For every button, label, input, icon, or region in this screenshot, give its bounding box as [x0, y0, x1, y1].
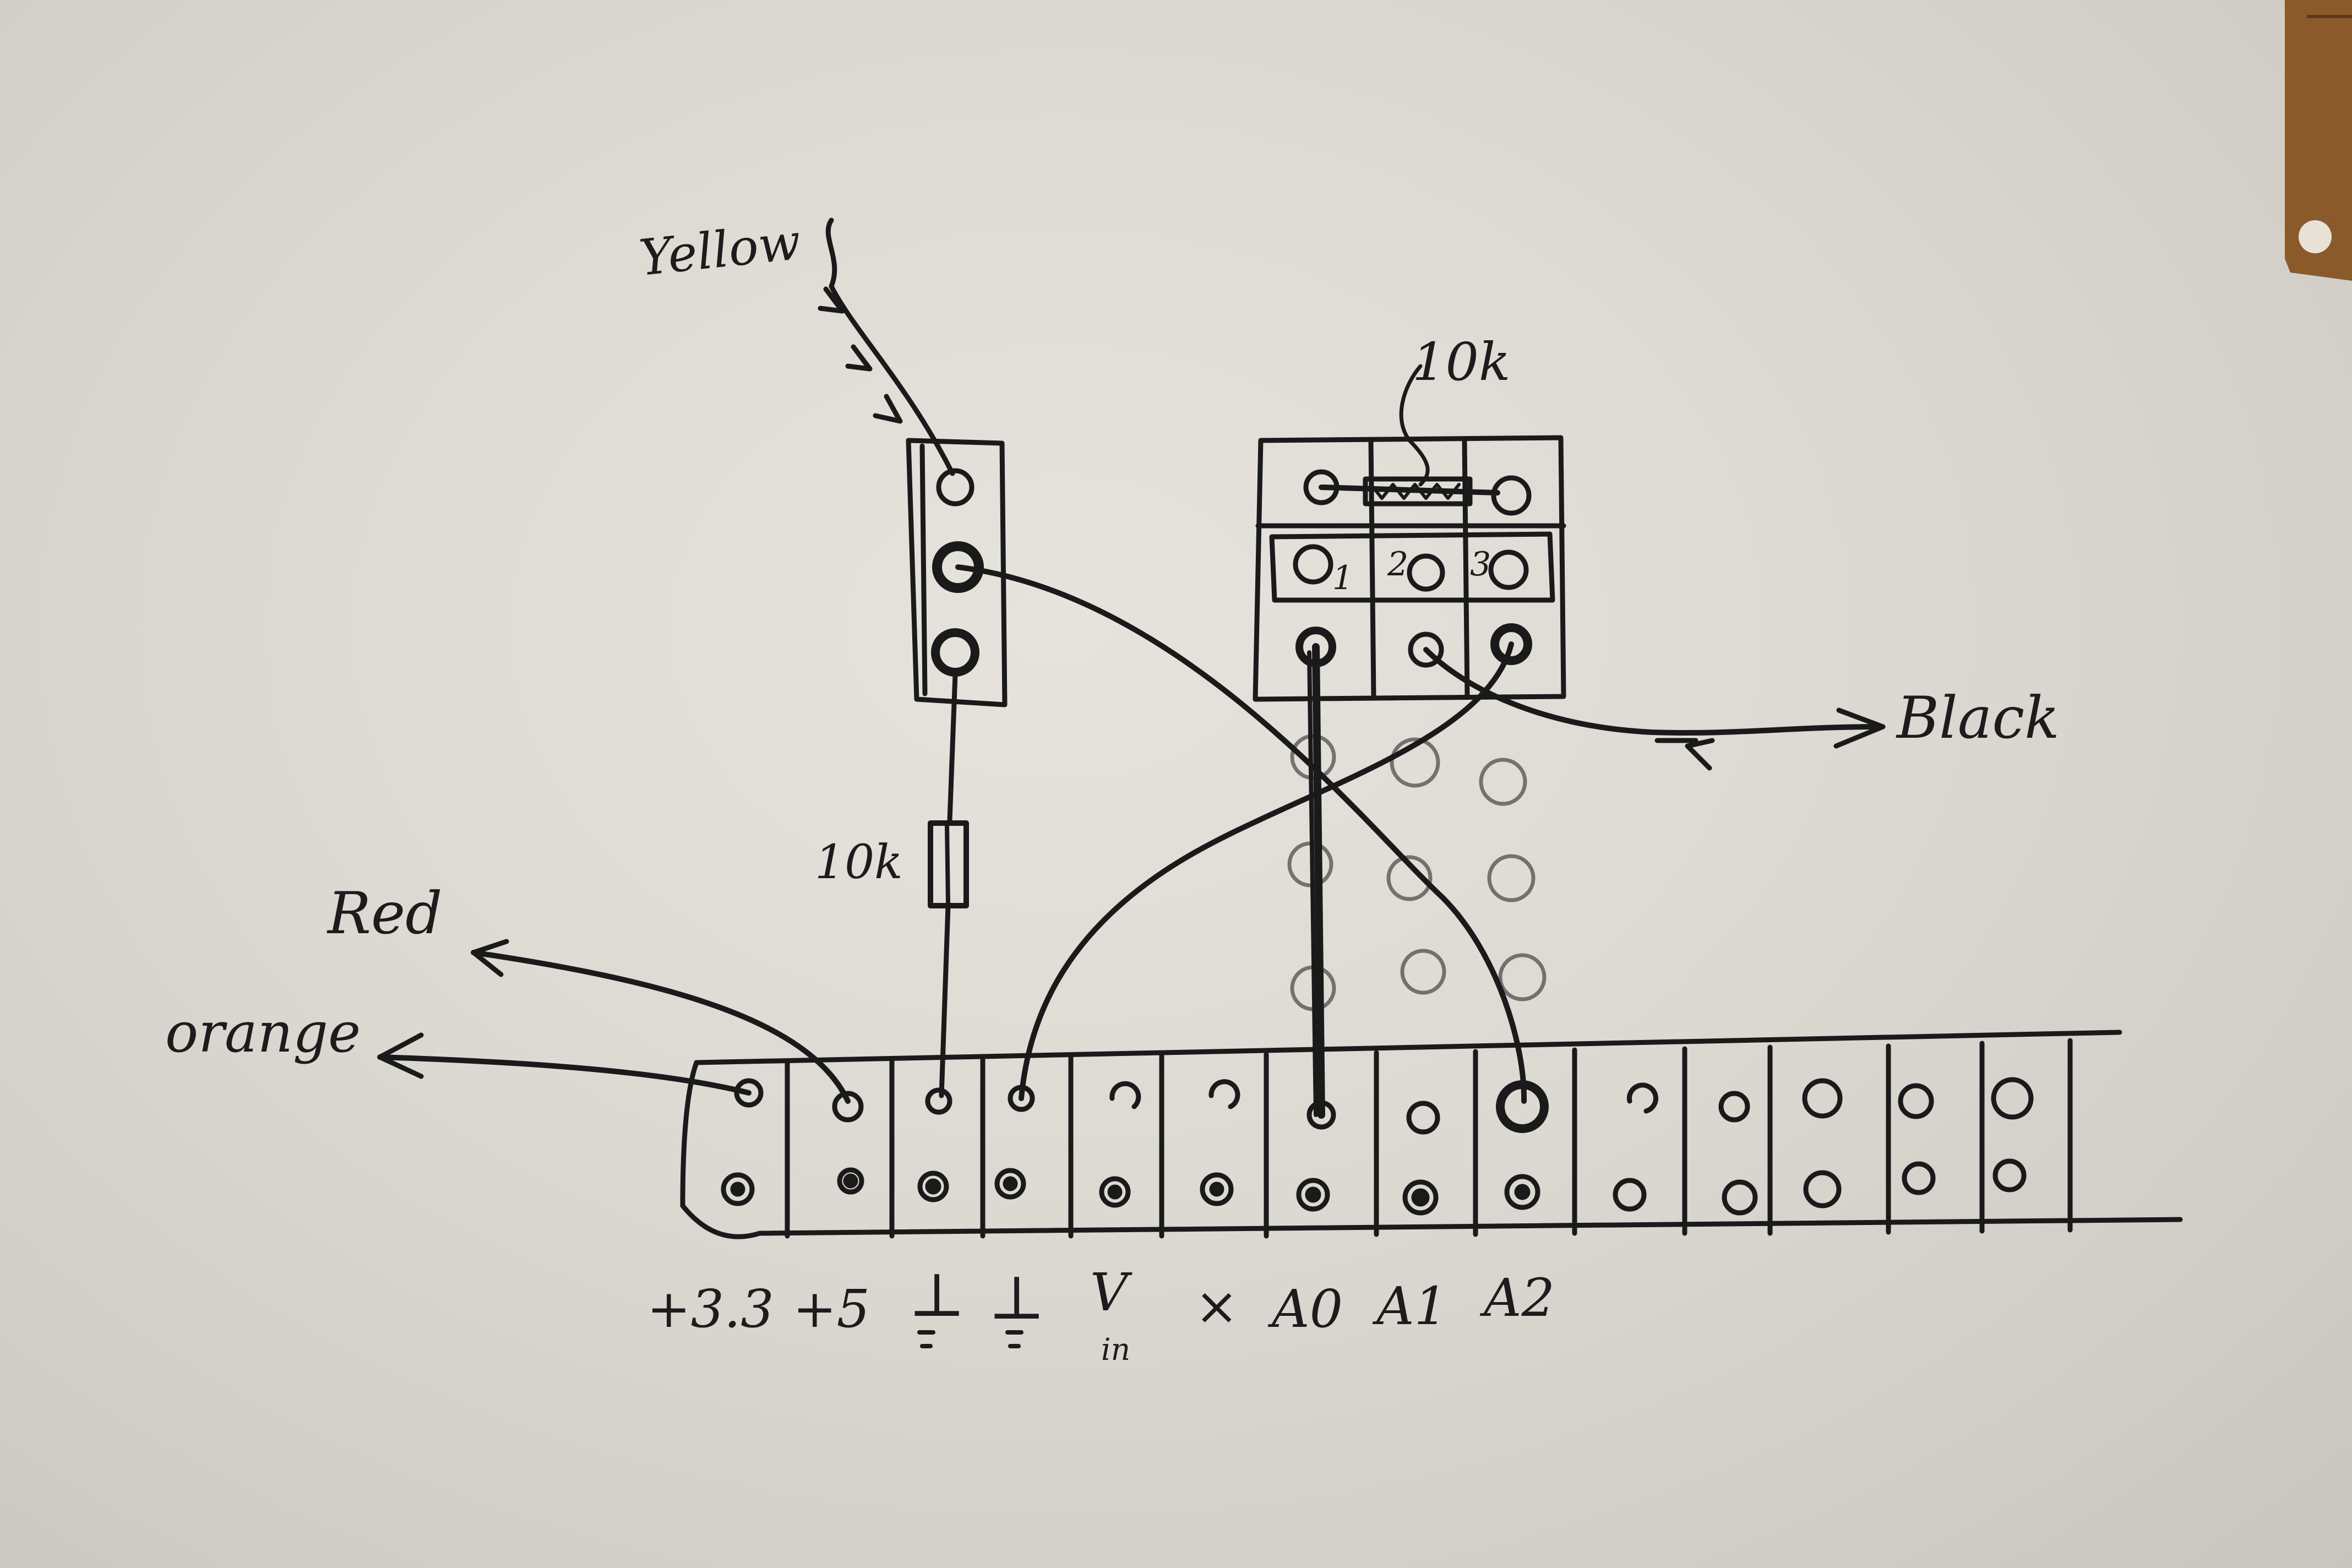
- pin-label-gnd-2: ⊥: [988, 1262, 1045, 1333]
- yellow-arrow: [825, 217, 955, 476]
- labels: Yellow 10k 10k Black Red orange 1 2 3 +3…: [165, 213, 2060, 1367]
- arrows: [377, 217, 1886, 1079]
- header-top-holes: [734, 1077, 2034, 1135]
- label-10k-left: 10k: [815, 835, 903, 890]
- pin-label-vin-sub: in: [1101, 1332, 1130, 1367]
- pin-label-gnd-1: ⊥: [908, 1260, 965, 1330]
- orange-arrow: [377, 1032, 424, 1079]
- pin-label-a2: A2: [1479, 1268, 1555, 1329]
- label-black: Black: [1896, 684, 2060, 752]
- pin-label-a1: A1: [1372, 1276, 1447, 1337]
- pin-label-a0: A0: [1267, 1279, 1343, 1340]
- black-arrow: [1833, 707, 1886, 749]
- pin-label-nc: ×: [1195, 1276, 1239, 1337]
- pot-pin-1: 1: [1332, 559, 1353, 597]
- wires: [377, 564, 1880, 1119]
- label-yellow: Yellow: [636, 213, 803, 287]
- pot-block: [1253, 435, 1566, 702]
- label-orange: orange: [165, 1000, 361, 1065]
- pot-pin-2: 2: [1387, 545, 1408, 584]
- label-red: Red: [326, 880, 442, 947]
- ground-marks: [917, 1330, 1023, 1348]
- pin-label-3v3: +3.3: [647, 1279, 774, 1340]
- pot-pin-3: 3: [1470, 545, 1491, 584]
- header-strip: [680, 1030, 2183, 1239]
- led-connector: [906, 438, 1008, 707]
- header-bottom-holes: [721, 1158, 2027, 1216]
- resistor-left: [928, 672, 969, 1098]
- pcb-edge: [2285, 0, 2352, 281]
- pin-label-vin: V: [1090, 1262, 1133, 1323]
- pin-label-5v: +5: [793, 1279, 870, 1340]
- label-10k-top: 10k: [1412, 332, 1510, 393]
- red-arrow: [471, 939, 509, 977]
